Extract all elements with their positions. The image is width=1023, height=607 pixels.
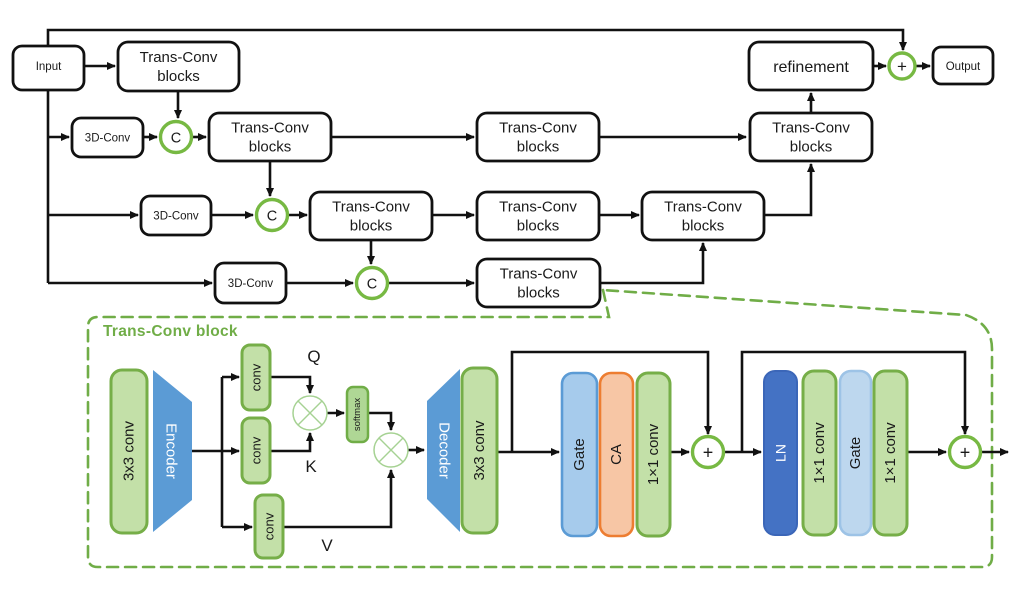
output-label: Output <box>946 61 981 73</box>
trans-conv-block-callout-border <box>86 288 994 569</box>
add-label: + <box>703 443 714 463</box>
conv3x3-left-node <box>109 368 149 535</box>
conv3d-label: 3D-Conv <box>228 278 274 290</box>
conv3d-label: 3D-Conv <box>153 211 199 223</box>
connector <box>368 411 395 431</box>
conv3d-node-2 <box>139 194 213 237</box>
ln-node <box>763 370 798 536</box>
connector <box>270 432 314 453</box>
concat-label: C <box>171 131 181 147</box>
conv3d-node-3 <box>213 261 288 305</box>
trans-conv-label: blocks <box>790 139 833 156</box>
conv-label: conv <box>249 436 264 464</box>
concat-circle-1 <box>158 119 194 155</box>
trans-conv-blocks-node-4 <box>748 111 874 163</box>
add-circle-detail-2 <box>947 434 983 470</box>
trans-conv-blocks-node-5 <box>308 190 434 242</box>
encoder-node <box>153 370 192 532</box>
trans-conv-blocks-node-2 <box>207 111 333 163</box>
trans-conv-label: Trans-Conv <box>499 199 577 216</box>
matmul-x <box>378 437 404 463</box>
trans-conv-blocks-node-3 <box>475 111 601 163</box>
detail-connectors <box>192 350 1009 531</box>
decoder-node <box>427 369 460 532</box>
detail-nodes: 3x3 conv Encoder conv conv conv Q K V so… <box>109 343 983 560</box>
connector <box>270 375 314 394</box>
ca-node <box>598 371 635 538</box>
trans-conv-blocks-node-6 <box>475 190 601 242</box>
gate-label: Gate <box>847 437 864 470</box>
trans-conv-label: blocks <box>249 139 292 156</box>
conv-k-node <box>240 416 272 485</box>
conv-v-node <box>253 493 285 560</box>
trans-conv-label: Trans-Conv <box>772 120 850 137</box>
gate-node-2 <box>838 369 873 537</box>
trans-conv-label: blocks <box>682 218 725 235</box>
concat-label: C <box>367 277 377 293</box>
add-circle-top <box>887 51 917 81</box>
concat-label: C <box>267 209 277 225</box>
overview-connectors <box>46 28 931 287</box>
trans-conv-blocks-node-7 <box>640 190 766 242</box>
add-label: + <box>960 443 971 463</box>
overview-nodes: Input Trans-Conv blocks 3D-Conv C Trans-… <box>11 40 995 309</box>
trans-conv-label: blocks <box>517 285 560 302</box>
k-label: K <box>305 457 317 476</box>
conv1x1-label: 1×1 conv <box>645 423 662 485</box>
conv3x3-label: 3x3 conv <box>121 420 138 481</box>
gate-node-1 <box>560 371 599 538</box>
conv1x1-label: 1×1 conv <box>811 422 828 484</box>
softmax-node <box>345 385 370 444</box>
conv-label: conv <box>262 512 277 540</box>
connector <box>283 469 395 529</box>
concat-circle-2 <box>254 197 290 233</box>
add-circle-detail-1 <box>690 434 726 470</box>
connector <box>600 242 707 285</box>
trans-conv-blocks-node-8 <box>475 257 602 309</box>
trans-conv-label: Trans-Conv <box>664 199 742 216</box>
encoder-label: Encoder <box>163 423 180 479</box>
matmul-x <box>297 400 323 426</box>
trans-conv-label: blocks <box>517 139 560 156</box>
v-label: V <box>321 536 333 555</box>
conv1x1-node-3 <box>872 369 909 537</box>
ca-label: CA <box>608 444 625 465</box>
input-node <box>11 44 86 92</box>
add-label: + <box>897 57 907 76</box>
trans-conv-label: blocks <box>350 218 393 235</box>
output-node <box>931 45 995 86</box>
trans-conv-label: blocks <box>157 68 200 85</box>
q-label: Q <box>307 347 320 366</box>
trans-conv-label: Trans-Conv <box>499 120 577 137</box>
connector-skip-1 <box>510 350 712 452</box>
trans-conv-label: Trans-Conv <box>332 199 410 216</box>
trans-conv-label: Trans-Conv <box>500 266 578 283</box>
connector <box>764 163 815 217</box>
conv-label: conv <box>249 363 264 391</box>
conv-q-node <box>240 343 272 412</box>
conv3x3-right-node <box>460 366 499 535</box>
conv3d-node-1 <box>70 116 145 159</box>
connector-skip-2 <box>740 350 969 452</box>
ln-label: LN <box>773 444 789 462</box>
gate-label: Gate <box>571 438 588 471</box>
trans-conv-label: Trans-Conv <box>231 120 309 137</box>
conv1x1-label: 1×1 conv <box>882 422 899 484</box>
softmax-label: softmax <box>352 398 363 432</box>
trans-conv-label: blocks <box>517 218 560 235</box>
refinement-label: refinement <box>773 59 849 76</box>
conv1x1-node-2 <box>801 369 838 537</box>
trans-conv-label: Trans-Conv <box>140 49 218 66</box>
concat-circle-3 <box>354 265 390 301</box>
detail-title: Trans-Conv block <box>103 323 238 340</box>
trans-conv-blocks-node-1 <box>116 40 241 93</box>
conv3d-label: 3D-Conv <box>85 133 131 145</box>
refinement-node <box>747 40 875 92</box>
decoder-label: Decoder <box>436 422 453 479</box>
connector-global-skip <box>46 28 907 51</box>
conv1x1-node-1 <box>635 371 672 538</box>
input-label: Input <box>36 61 62 73</box>
conv3x3-label: 3x3 conv <box>471 420 488 481</box>
